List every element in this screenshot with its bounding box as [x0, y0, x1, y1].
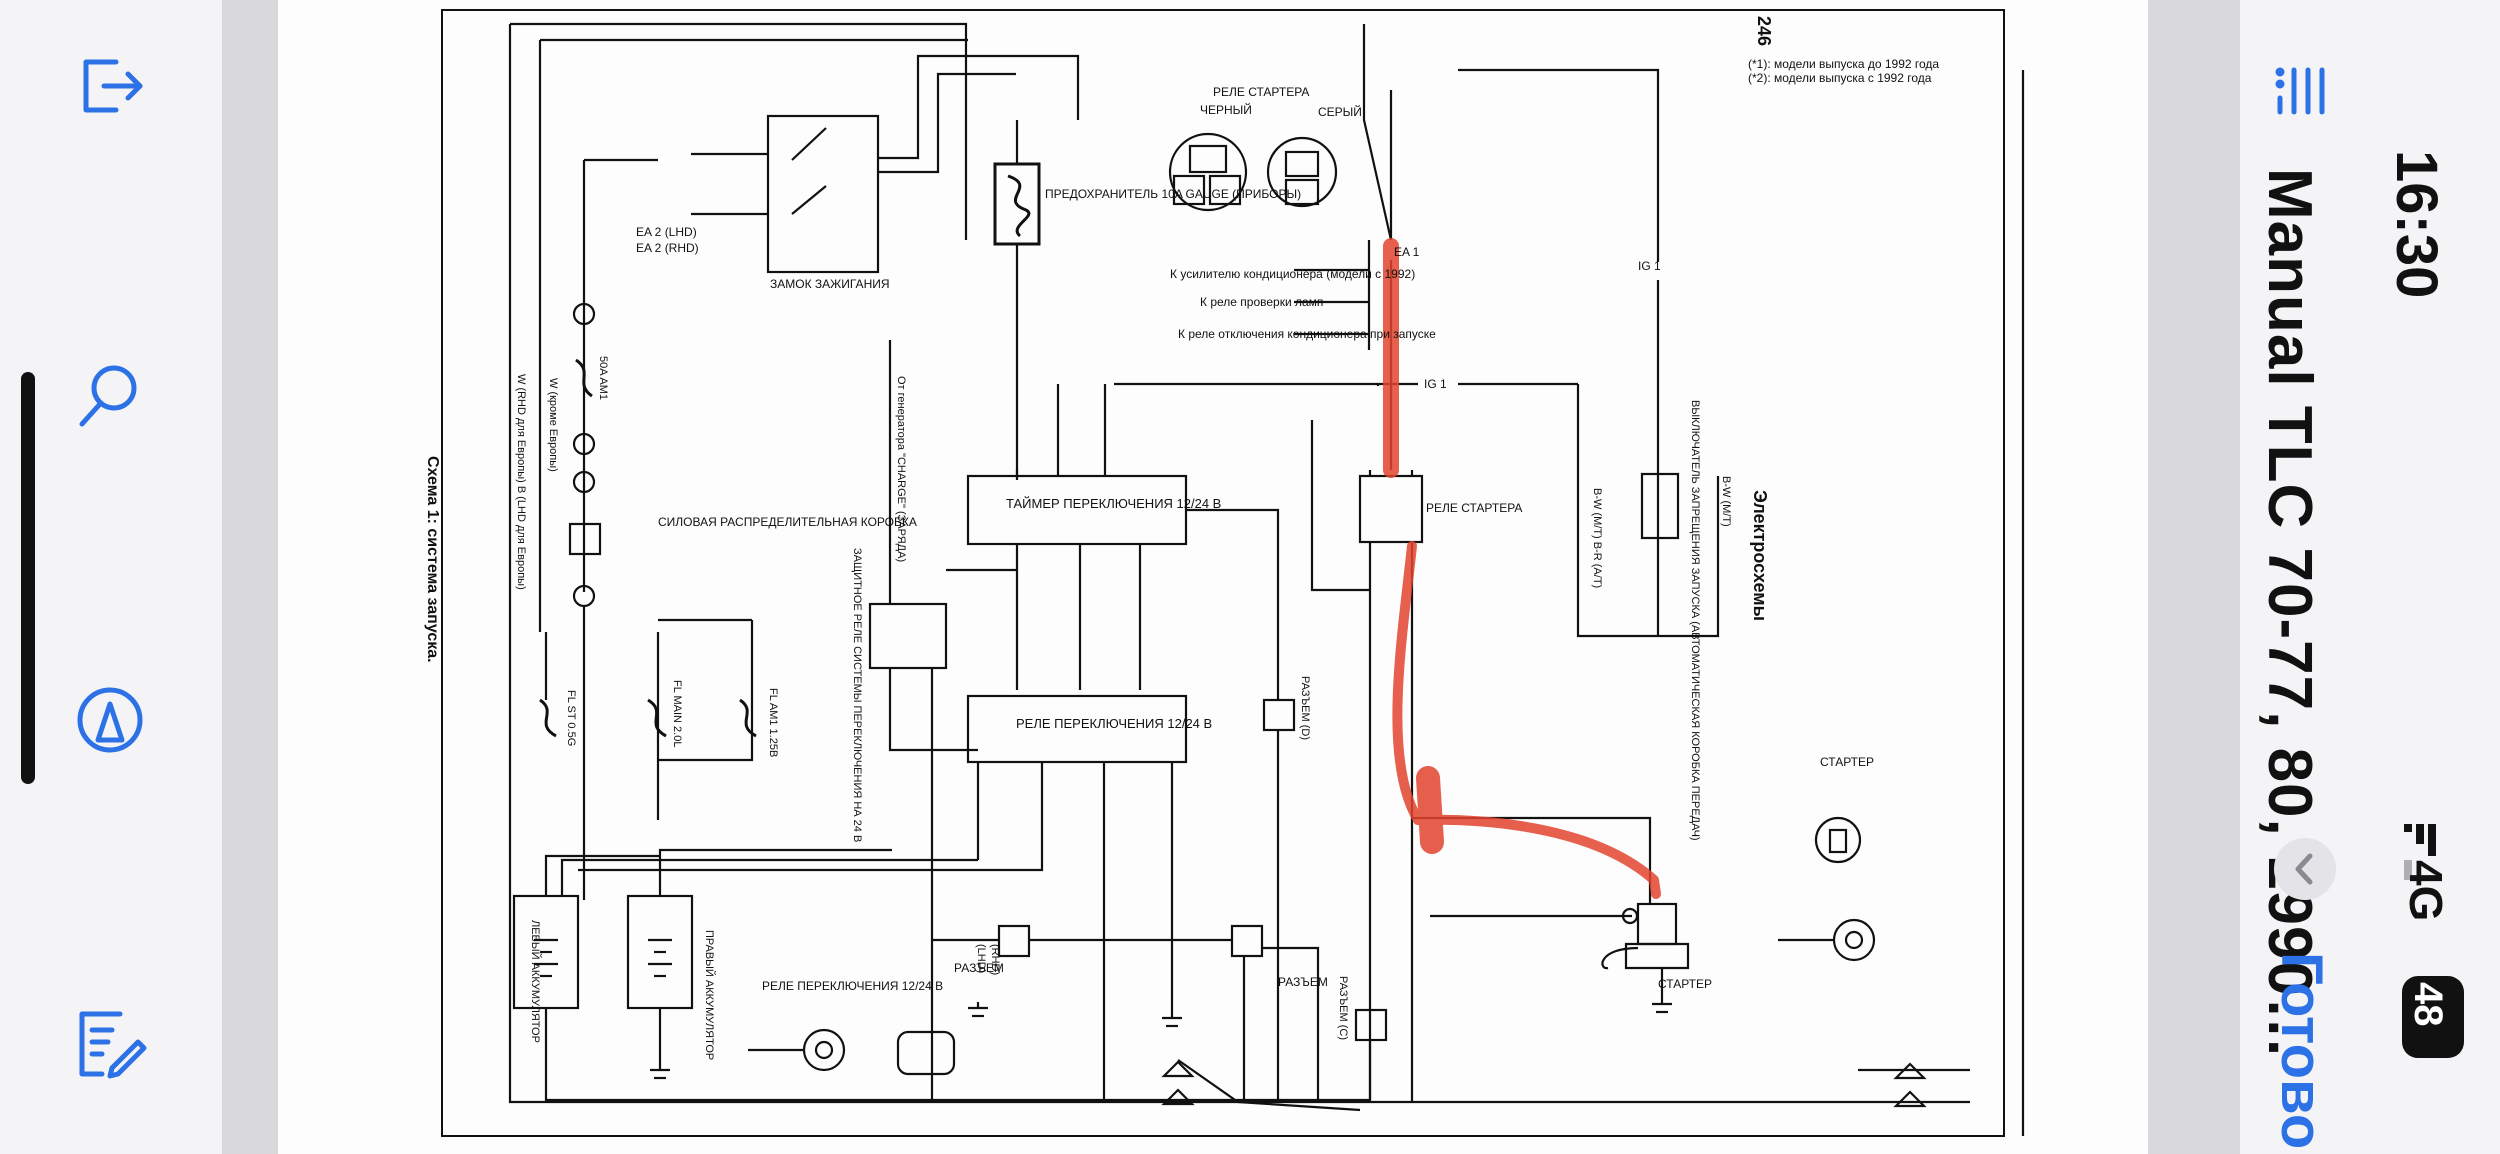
- label-fl-main: FL MAIN 2.0L: [671, 680, 683, 747]
- chevron-left-icon[interactable]: [2274, 838, 2336, 900]
- label-fuse: ПРЕДОХРАНИТЕЛЬ 10A GAUGE (ПРИБОРЫ): [1045, 187, 1301, 201]
- label-power-box: СИЛОВАЯ РАСПРЕДЕЛИТЕЛЬНАЯ КОРОБКА: [658, 515, 917, 529]
- label-50a-am1: 50A AM1: [597, 356, 609, 400]
- note-1: (*1): модели выпуска до 1992 года: [1748, 57, 1939, 71]
- note-2: (*2): модели выпуска с 1992 года: [1748, 71, 1932, 85]
- section-title: Электросхемы: [1750, 490, 1770, 621]
- label-connector-d-rot: РАЗЪЕМ (D): [1299, 676, 1311, 740]
- label-to-lamp-check: К реле проверки ламп: [1200, 295, 1323, 309]
- list-icon[interactable]: [2272, 58, 2330, 118]
- label-connector-c: РАЗЪЕМ (C): [1337, 976, 1349, 1040]
- label-ig1: IG 1: [1638, 259, 1661, 273]
- label-switch-relay: РЕЛЕ ПЕРЕКЛЮЧЕНИЯ 12/24 В: [1016, 716, 1212, 731]
- label-ea2-lhd: EA 2 (LHD): [636, 225, 697, 239]
- document-page[interactable]: ЗАМОК ЗАЖИГАНИЯ ПРЕДОХРАНИТЕЛЬ 10A GAUGE…: [278, 0, 2148, 1154]
- document-title: Manual TLC 70-77, 80, 1990…: [2255, 168, 2324, 1060]
- edit-document-icon[interactable]: [68, 1002, 152, 1086]
- label-left-battery: ЛЕВЫЙ АККУМУЛЯТОР: [529, 920, 542, 1043]
- label-wire-w-non-eu: W (кроме Европы): [547, 378, 559, 472]
- label-from-generator: От генератора "CHARGE" (ЗАРЯДА): [895, 376, 907, 562]
- label-starter-legend: СТАРТЕР: [1820, 755, 1874, 769]
- label-starter-relay: РЕЛЕ СТАРТЕРА: [1426, 501, 1522, 515]
- label-rhd: (RHD): [989, 944, 1001, 975]
- right-status-strip: [2240, 0, 2500, 1154]
- label-to-ac-amp: К усилителю кондиционера (модели с 1992): [1170, 267, 1415, 281]
- label-fl-st: FL ST 0.5G: [565, 690, 577, 746]
- status-network: 4G: [2400, 860, 2452, 922]
- label-connector-d: РАЗЪЕМ: [1278, 975, 1328, 989]
- label-starter: СТАРТЕР: [1658, 977, 1712, 991]
- label-ignition-switch: ЗАМОК ЗАЖИГАНИЯ: [770, 277, 890, 291]
- battery-icon: 48: [2402, 976, 2464, 1058]
- label-protect-relay: ЗАЩИТНОЕ РЕЛЕ СИСТЕМЫ ПЕРЕКЛЮЧЕНИЯ НА 24…: [851, 548, 863, 842]
- share-icon[interactable]: [68, 44, 152, 128]
- label-relay-switch-bottom: РЕЛЕ ПЕРЕКЛЮЧЕНИЯ 12/24 В: [762, 979, 943, 993]
- label-interlock: ВЫКЛЮЧАТЕЛЬ ЗАПРЕЩЕНИЯ ЗАПУСКА (АВТОМАТИ…: [1689, 400, 1701, 841]
- label-fl-am1: FL AM1 1.25B: [767, 688, 779, 757]
- wiring-diagram: ЗАМОК ЗАЖИГАНИЯ ПРЕДОХРАНИТЕЛЬ 10A GAUGE…: [424, 9, 2025, 1137]
- label-lhd: (LHD): [975, 944, 987, 973]
- label-starter-relay-title: РЕЛЕ СТАРТЕРА: [1213, 85, 1309, 99]
- label-connector-5: IG 1: [1424, 377, 1447, 391]
- label-ea1: EA 1: [1394, 245, 1420, 259]
- label-bw-mt-br-at: B-W (M/T) B-R (A/T): [1591, 488, 1603, 588]
- done-button[interactable]: Готово: [2269, 952, 2334, 1150]
- label-to-ac-cut: К реле отключения кондиционера при запус…: [1178, 327, 1436, 341]
- label-right-battery: ПРАВЫЙ АККУМУЛЯТОР: [703, 930, 716, 1060]
- status-battery: 48: [2406, 982, 2450, 1027]
- signal-icon: [2402, 820, 2442, 882]
- label-ea2-rhd: EA 2 (RHD): [636, 241, 699, 255]
- label-gray: СЕРЫЙ: [1318, 104, 1362, 119]
- label-black: ЧЕРНЫЙ: [1200, 102, 1252, 117]
- markup-icon[interactable]: [68, 678, 152, 762]
- status-time: 16:30: [2384, 150, 2449, 299]
- label-bw-mt: B-W (M/T): [1720, 476, 1732, 527]
- scroll-indicator[interactable]: [21, 372, 35, 784]
- page-number: 246: [1754, 16, 1774, 46]
- label-timer: ТАЙМЕР ПЕРЕКЛЮЧЕНИЯ 12/24 В: [1006, 496, 1221, 511]
- left-toolbar: [0, 0, 222, 1154]
- label-connector: РАЗЪЕМ: [954, 961, 1004, 975]
- page-caption: Схема 1: система запуска.: [424, 456, 441, 663]
- search-icon[interactable]: [68, 354, 152, 438]
- label-wire-w-rhd: W (RHD для Европы) B (LHD для Европы): [515, 374, 527, 590]
